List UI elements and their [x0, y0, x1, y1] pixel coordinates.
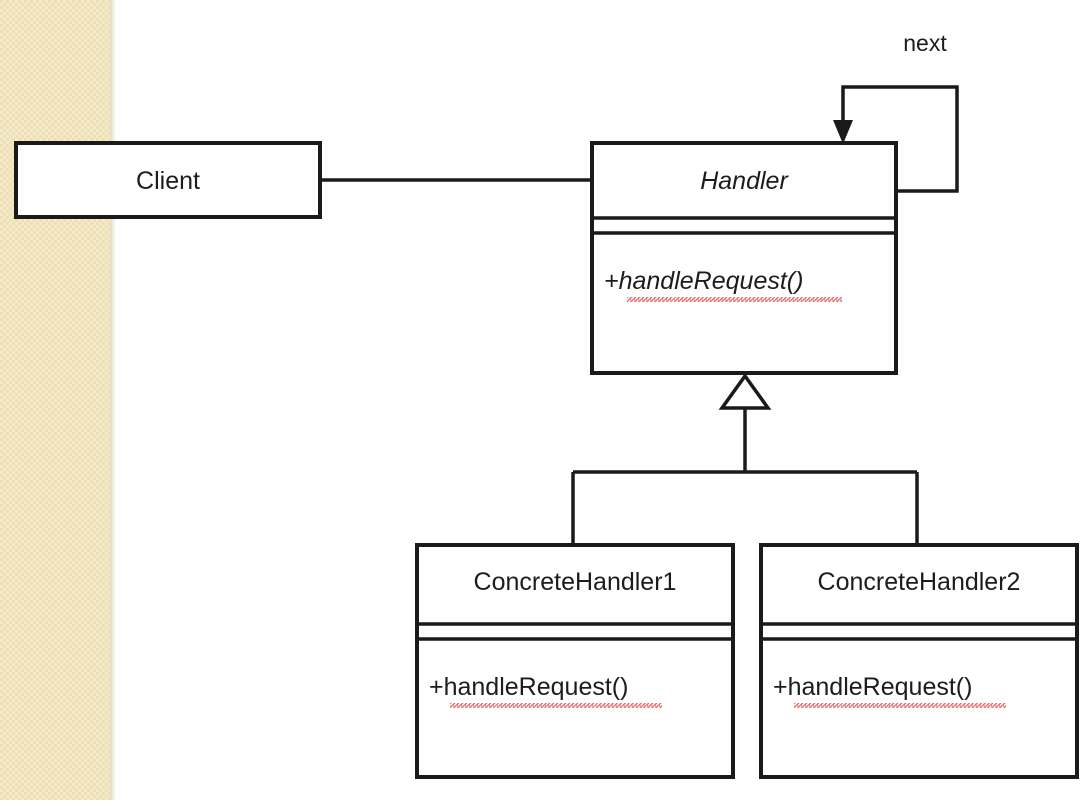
spellcheck-underline-ch1-op	[450, 703, 662, 708]
class-name-concrete-handler-2: ConcreteHandler2	[817, 568, 1021, 596]
class-box-concrete-handler-2[interactable]	[759, 543, 1079, 779]
class-name-client: Client	[136, 167, 200, 195]
spellcheck-underline-ch2-op	[794, 703, 1006, 708]
page-margin-strip	[0, 0, 110, 800]
class-box-concrete-handler-1[interactable]	[415, 543, 735, 779]
operation-ch1-handle-request: +handleRequest()	[429, 673, 629, 701]
operation-ch2-handle-request: +handleRequest()	[773, 673, 973, 701]
generalization-triangle[interactable]	[718, 373, 772, 410]
class-name-handler: Handler	[700, 167, 788, 195]
page-margin-strip-shadow	[110, 0, 116, 800]
self-association-next-arrowhead	[833, 120, 853, 144]
self-association-next-path[interactable]	[841, 85, 959, 193]
class-name-concrete-handler-1: ConcreteHandler1	[473, 568, 677, 596]
operation-handler-handle-request: +handleRequest()	[604, 267, 804, 295]
association-label-next: next	[903, 30, 947, 56]
class-box-handler[interactable]	[590, 141, 898, 375]
spellcheck-underline-handler-op	[627, 297, 842, 302]
